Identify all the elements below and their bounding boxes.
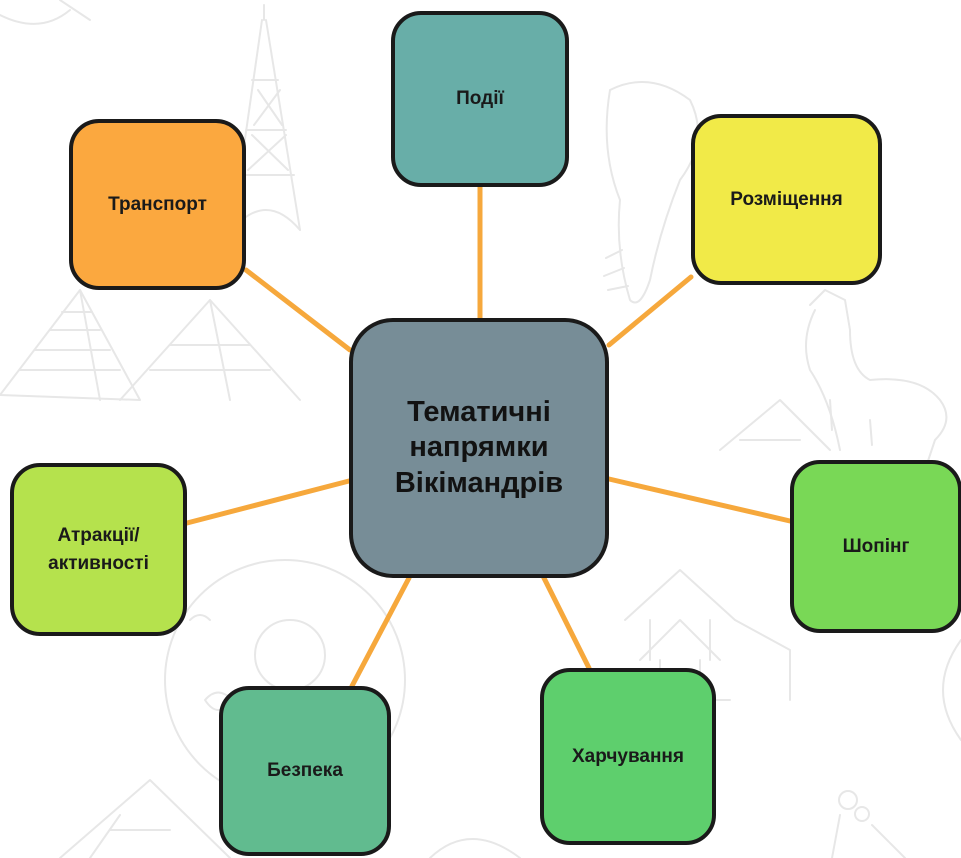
connector-shopping bbox=[606, 476, 793, 524]
node-transport: Транспорт bbox=[69, 119, 246, 290]
pyramid-doodle bbox=[0, 289, 301, 401]
node-attractions-line: активності bbox=[48, 552, 149, 574]
connector-food bbox=[540, 573, 592, 671]
central-topic-node: Тематичні напрямки Вікімандрів bbox=[349, 318, 609, 578]
node-safety-label: Безпека bbox=[267, 760, 343, 782]
node-shopping: Шопінг bbox=[790, 460, 961, 633]
node-attractions-line: Атракції/ bbox=[57, 524, 140, 546]
central-topic-line: напрямки bbox=[409, 431, 549, 464]
node-safety: Безпека bbox=[219, 686, 391, 856]
node-food-label: Харчування bbox=[571, 745, 684, 767]
bottom-doodle bbox=[429, 838, 521, 858]
connector-transport bbox=[243, 267, 353, 353]
llama-doodle bbox=[805, 289, 948, 471]
node-food: Харчування bbox=[540, 668, 716, 845]
central-topic-line: Тематичні bbox=[407, 395, 551, 428]
node-transport-label: Транспорт bbox=[108, 193, 207, 215]
corner-doodle bbox=[0, 0, 91, 25]
node-events-label: Події bbox=[456, 88, 504, 110]
figure-doodle bbox=[831, 790, 906, 858]
connector-attractions bbox=[184, 478, 352, 526]
central-topic-label: Тематичні напрямки Вікімандрів bbox=[395, 395, 563, 501]
node-accommodation-label: Розміщення bbox=[730, 188, 843, 210]
mountain-doodle bbox=[719, 399, 831, 451]
building-doodle bbox=[59, 779, 231, 858]
arc-doodle bbox=[942, 639, 961, 741]
connector-safety bbox=[349, 575, 412, 689]
node-shopping-label: Шопінг bbox=[842, 535, 910, 557]
central-topic-line: Вікімандрів bbox=[394, 466, 564, 499]
node-attractions: Атракції/ активності bbox=[10, 463, 187, 636]
connector-accommodation bbox=[606, 274, 694, 348]
node-attractions-label: Атракції/ активності bbox=[48, 522, 149, 577]
map-doodle bbox=[603, 81, 699, 304]
node-accommodation: Розміщення bbox=[691, 114, 882, 285]
node-events: Події bbox=[391, 11, 569, 187]
